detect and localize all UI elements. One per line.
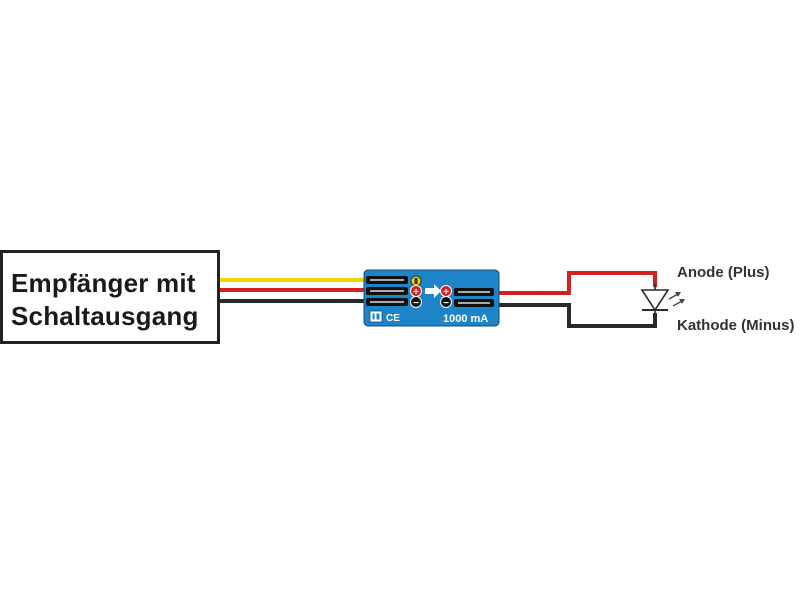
output-pin-header: [454, 288, 494, 307]
receiver-box: Empfänger mit Schaltausgang: [0, 250, 220, 344]
switch-module: + − + − CE 1000 mA: [363, 269, 500, 327]
light-emission-icon: [668, 292, 685, 307]
input-pin-header: [366, 276, 408, 306]
minus-symbol-right: −: [443, 298, 449, 309]
cathode-label: Kathode (Minus): [677, 317, 795, 334]
ce-mark: CE: [386, 313, 400, 324]
led-symbol: [640, 284, 685, 316]
minus-symbol-right-icon: [440, 296, 452, 308]
minus-symbol-icon: [410, 296, 422, 308]
plus-symbol-right: +: [443, 287, 449, 298]
minus-symbol: −: [413, 298, 419, 309]
plus-symbol: +: [413, 287, 419, 298]
receiver-label-line2: Schaltausgang: [11, 301, 199, 331]
receiver-label: Empfänger mit Schaltausgang: [11, 267, 216, 333]
anode-label: Anode (Plus): [677, 264, 770, 281]
receiver-label-line1: Empfänger mit: [11, 268, 196, 298]
current-rating: 1000 mA: [443, 313, 488, 325]
anode-wire: [498, 271, 657, 295]
led-triangle-icon: [640, 289, 670, 312]
cathode-wire: [498, 303, 657, 328]
manufacturer-logo: [369, 310, 383, 323]
arrow-right-icon: [425, 284, 441, 298]
